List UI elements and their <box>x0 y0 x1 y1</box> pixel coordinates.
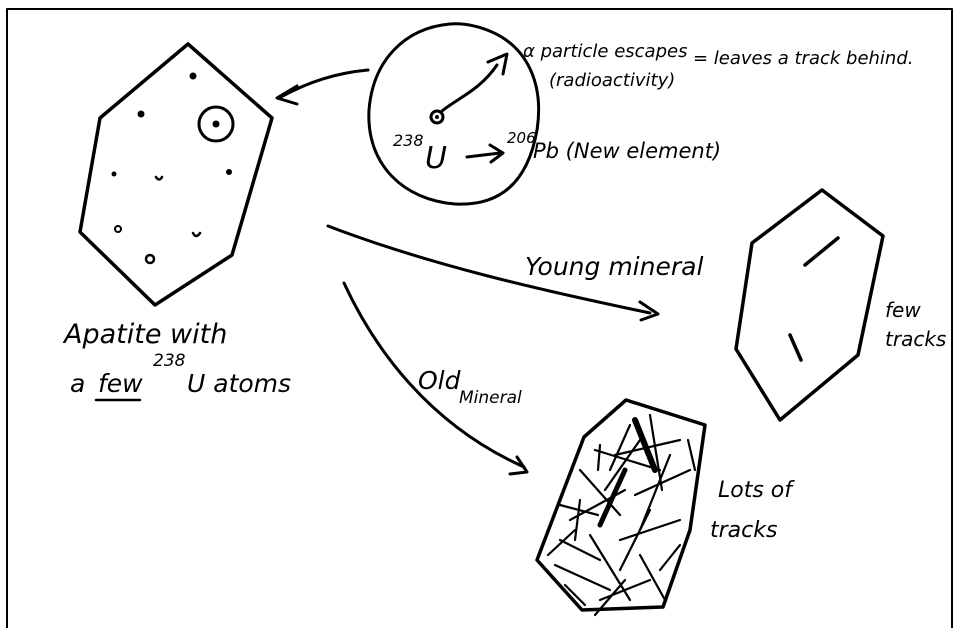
uranium-atom-dot <box>138 111 145 118</box>
uranium-atom-dot <box>156 177 162 180</box>
old-crystal: Lots of tracks <box>537 400 795 615</box>
young-crystal: few tracks <box>736 190 946 420</box>
fission-track <box>805 238 838 265</box>
apatite-label-suffix: U atoms <box>187 369 291 398</box>
young-mineral-arrow: Young mineral <box>328 226 703 320</box>
apatite-label-superscript: 238 <box>153 351 186 371</box>
old-mineral-label2: Mineral <box>459 388 522 408</box>
apatite-label-few: few <box>98 369 143 398</box>
uranium-atom-dot <box>213 121 220 128</box>
zoom-arrow <box>277 70 368 104</box>
decay-arrow <box>467 153 500 157</box>
uranium-atom-dot <box>112 172 117 177</box>
alpha-line1: α particle escapes <box>523 41 687 62</box>
decay-pb-superscript: 206 <box>507 129 536 147</box>
uranium-atom-dot <box>193 233 200 236</box>
decay-u: U <box>425 141 447 176</box>
apatite-label-line1: Apatite with <box>62 319 227 350</box>
uranium-atom-dot <box>190 73 197 80</box>
alpha-result: = leaves a track behind. <box>693 48 913 69</box>
few-tracks-line1: few <box>885 298 921 322</box>
decay-u-superscript: 238 <box>393 131 424 150</box>
old-mineral-arrow: Old Mineral <box>344 283 527 474</box>
uranium-atom-dot <box>115 226 121 232</box>
apatite-crystal <box>80 44 272 305</box>
lots-tracks-line2: tracks <box>710 518 777 543</box>
fission-track <box>790 335 801 360</box>
apatite-label: Apatite with a few 238 U atoms <box>62 319 291 400</box>
apatite-label-prefix: a <box>70 369 85 398</box>
young-mineral-label: Young mineral <box>525 252 703 281</box>
lots-tracks-line1: Lots of <box>718 478 795 503</box>
alpha-particle-path <box>442 65 497 111</box>
alpha-line2: (radioactivity) <box>549 70 675 91</box>
decay-pb: Pb (New element) <box>533 139 721 163</box>
uranium-atom-dot <box>226 169 232 175</box>
old-mineral-label1: Old <box>418 366 461 395</box>
fission-tracks-many <box>548 415 695 615</box>
alpha-annotation: α particle escapes (radioactivity) = lea… <box>523 41 913 91</box>
few-tracks-line2: tracks <box>885 327 946 351</box>
uranium-atom-dot <box>146 255 154 263</box>
